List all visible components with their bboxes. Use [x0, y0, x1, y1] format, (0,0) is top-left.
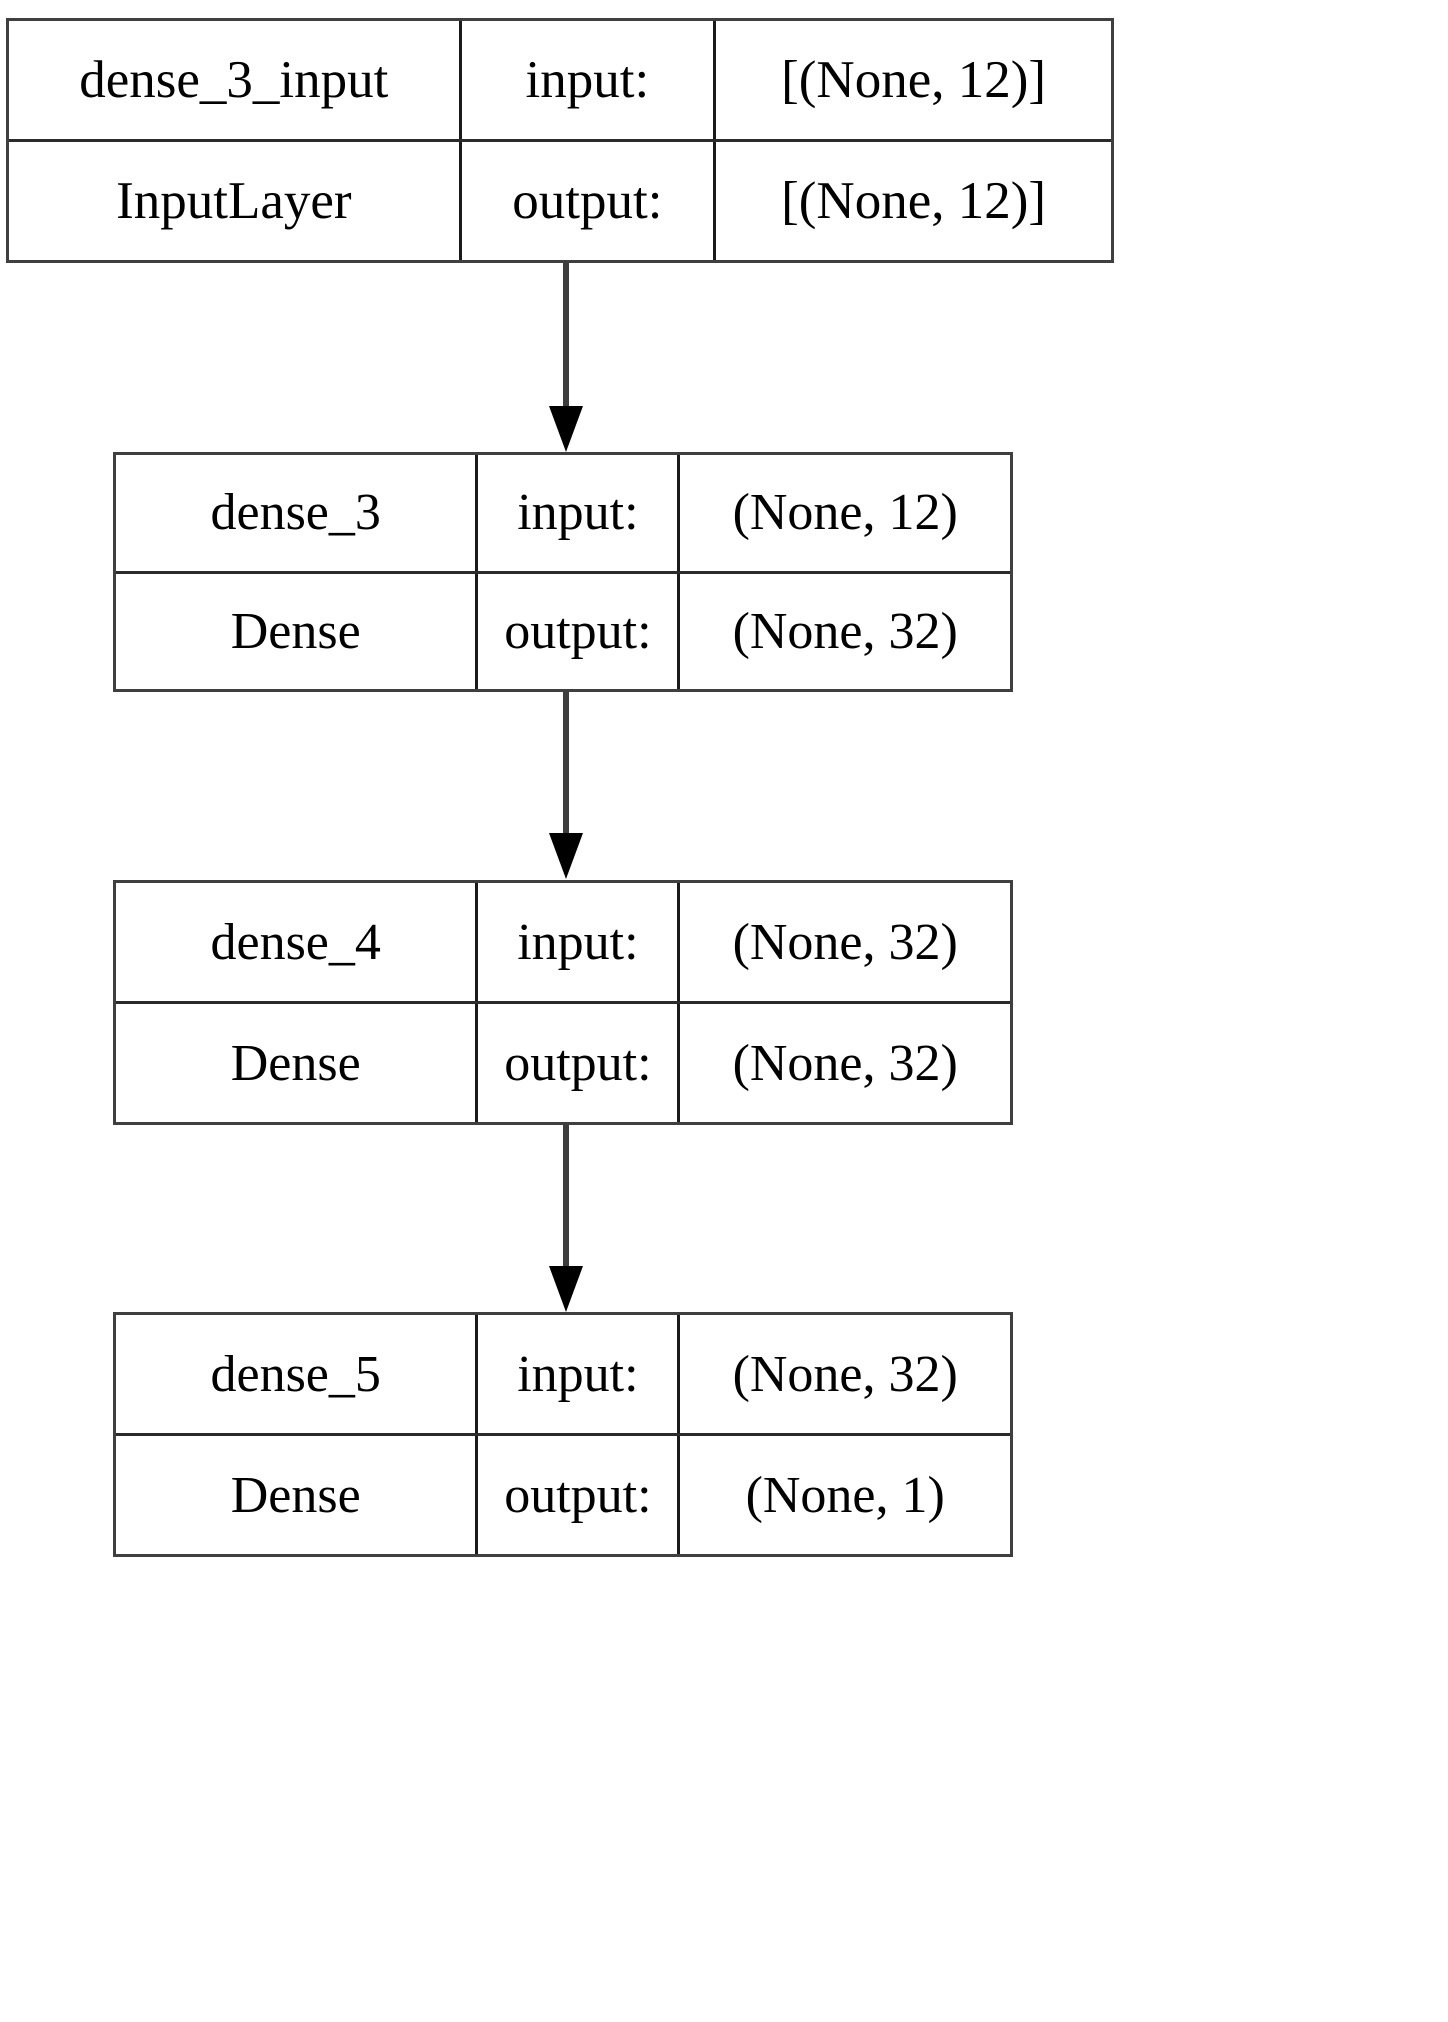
- arrow-head-icon: [549, 406, 583, 452]
- input-row-label: input:: [475, 455, 677, 571]
- output-row-label: output:: [475, 573, 677, 689]
- layer-output-row: InputLayer output: [(None, 12)]: [9, 139, 1111, 260]
- input-row-label: input:: [475, 883, 677, 1001]
- layer-input-row: dense_4 input: (None, 32): [116, 883, 1010, 1001]
- layer-node-dense-3-input[interactable]: dense_3_input input: [(None, 12)] InputL…: [6, 18, 1114, 263]
- layer-class-name: InputLayer: [116, 172, 352, 230]
- arrow-line: [563, 1125, 569, 1270]
- layer-class-name: Dense: [230, 602, 361, 660]
- layer-output-row: Dense output: (None, 32): [116, 570, 1010, 689]
- arrow-head-icon: [549, 833, 583, 879]
- input-shape-value: (None, 32): [677, 1315, 1010, 1433]
- layer-node-dense-5[interactable]: dense_5 input: (None, 32) Dense output: …: [113, 1312, 1013, 1557]
- layer-output-row: Dense output: (None, 32): [116, 1001, 1010, 1122]
- layer-output-row: Dense output: (None, 1): [116, 1433, 1010, 1554]
- arrow-line: [563, 692, 569, 837]
- layer-name: dense_5: [210, 1345, 381, 1403]
- output-shape-value: [(None, 12)]: [713, 142, 1111, 260]
- layer-node-dense-4[interactable]: dense_4 input: (None, 32) Dense output: …: [113, 880, 1013, 1125]
- layer-input-row: dense_5 input: (None, 32): [116, 1315, 1010, 1433]
- output-row-label: output:: [475, 1004, 677, 1122]
- input-shape-value: (None, 12): [677, 455, 1010, 571]
- output-row-label: output:: [475, 1436, 677, 1554]
- layer-name: dense_4: [210, 913, 381, 971]
- layer-input-row: dense_3 input: (None, 12): [116, 455, 1010, 571]
- input-row-label: input:: [475, 1315, 677, 1433]
- arrow-line: [563, 263, 569, 410]
- layer-class-name: Dense: [230, 1466, 361, 1524]
- layer-node-dense-3[interactable]: dense_3 input: (None, 12) Dense output: …: [113, 452, 1013, 692]
- output-shape-value: (None, 1): [677, 1436, 1010, 1554]
- arrow-head-icon: [549, 1266, 583, 1312]
- input-shape-value: (None, 32): [677, 883, 1010, 1001]
- output-row-label: output:: [458, 142, 714, 260]
- input-row-label: input:: [458, 21, 714, 139]
- output-shape-value: (None, 32): [677, 1004, 1010, 1122]
- layer-class-name: Dense: [230, 1034, 361, 1092]
- output-shape-value: (None, 32): [677, 573, 1010, 689]
- layer-name: dense_3_input: [79, 51, 389, 109]
- layer-name: dense_3: [210, 484, 381, 542]
- input-shape-value: [(None, 12)]: [713, 21, 1111, 139]
- layer-input-row: dense_3_input input: [(None, 12)]: [9, 21, 1111, 139]
